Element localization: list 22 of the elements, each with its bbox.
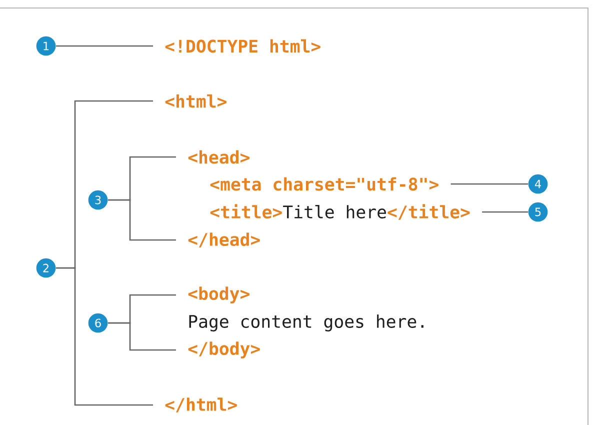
code-line: Page content goes here.: [189, 314, 424, 332]
callout-number: 2: [36, 258, 56, 278]
code-line: </body>: [188, 342, 260, 358]
code-line: <meta charset="utf-8">: [210, 177, 438, 191]
leader-line: [56, 45, 153, 47]
code-line: </html>: [165, 398, 237, 412]
leader-line: [108, 322, 176, 351]
code-line: <head>: [188, 150, 250, 164]
code-line: <html>: [165, 94, 226, 108]
callout-number: 4: [528, 174, 548, 194]
callout-number: 1: [36, 36, 56, 56]
code-line: </head>: [188, 232, 260, 248]
leader-line: [108, 199, 176, 241]
code-line: <body>: [188, 286, 250, 304]
leader-line: [56, 267, 153, 406]
leader-line: [482, 211, 528, 213]
callout-number: 6: [88, 313, 108, 333]
code-line: <title>Title here</title>: [210, 204, 470, 220]
code-line: <!DOCTYPE html>: [165, 39, 320, 53]
callout-number: 5: [528, 202, 548, 222]
callout-number: 3: [88, 190, 108, 210]
leader-line: [450, 183, 528, 185]
